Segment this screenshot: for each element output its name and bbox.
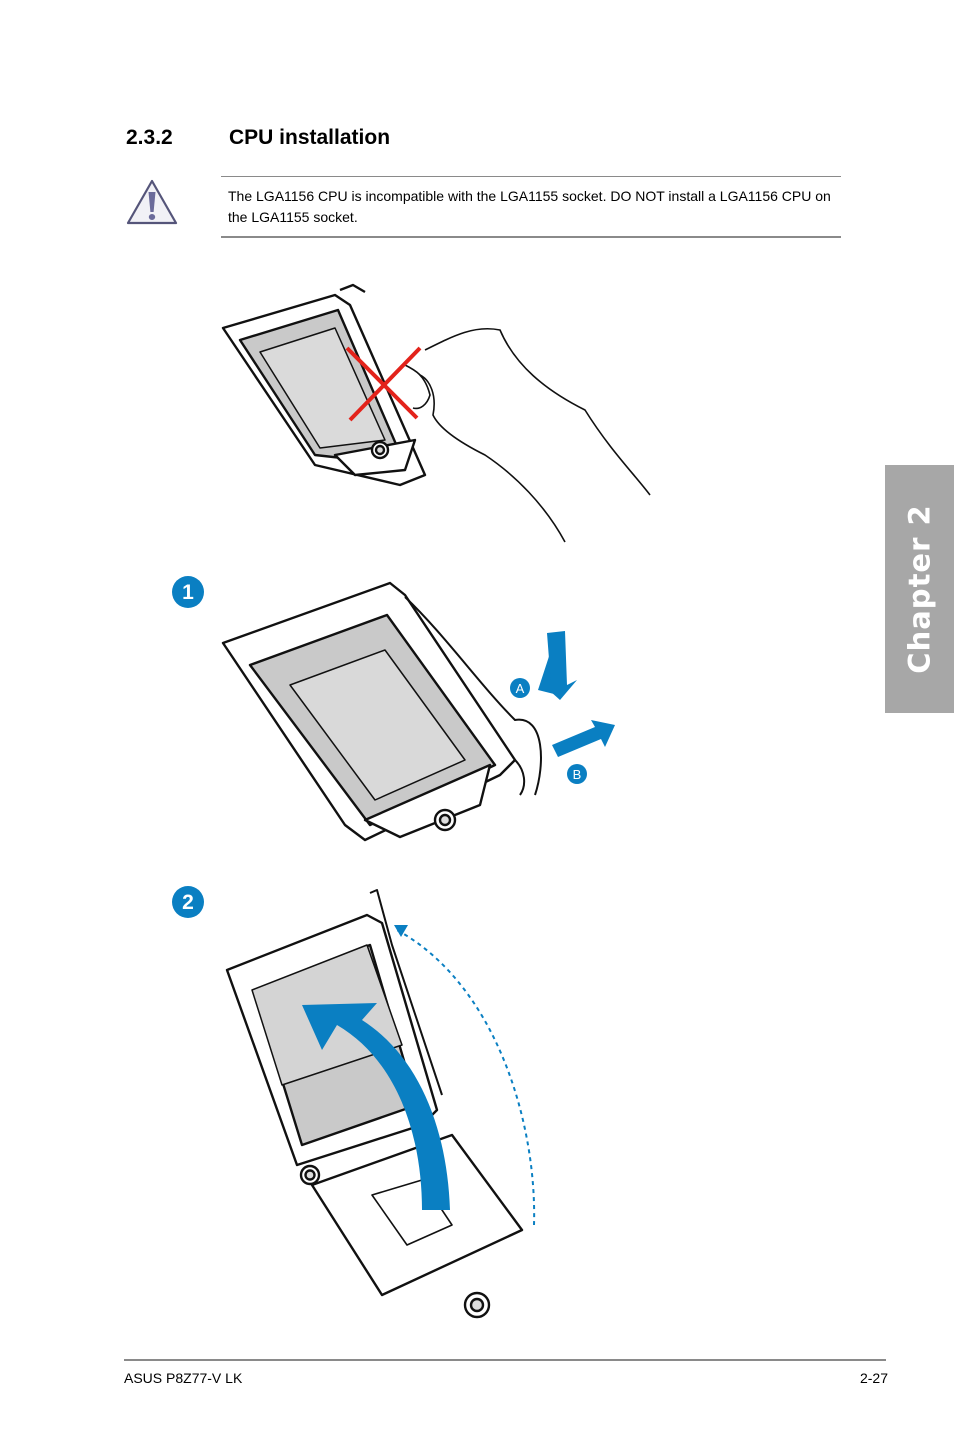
step-2-number: 2 bbox=[182, 891, 194, 914]
step-1-badge: 1 bbox=[172, 576, 204, 608]
chapter-side-tab: Chapter 2 bbox=[885, 465, 954, 713]
step-2-load-plate-illustration bbox=[225, 889, 536, 1319]
warning-triangle-icon bbox=[126, 179, 178, 225]
step-1-lever-illustration: A B bbox=[221, 581, 615, 842]
step-1-number: 1 bbox=[182, 581, 194, 604]
incorrect-lever-illustration bbox=[221, 283, 651, 543]
footer-product-name: ASUS P8Z77-V LK bbox=[124, 1370, 243, 1386]
arrow-b-right bbox=[552, 720, 615, 757]
step-2-badge: 2 bbox=[172, 886, 204, 918]
note-rule-bottom bbox=[221, 236, 841, 238]
red-x-mark bbox=[345, 346, 422, 422]
section-title: CPU installation bbox=[229, 126, 391, 149]
label-a: A bbox=[516, 681, 525, 696]
footer-rule bbox=[124, 1359, 886, 1361]
note-text: The LGA1156 CPU is incompatible with the… bbox=[228, 188, 831, 225]
chapter-tab-label: Chapter 2 bbox=[902, 504, 937, 674]
section-number: 2.3.2 bbox=[126, 126, 173, 149]
label-b: B bbox=[573, 767, 582, 782]
footer-page-number: 2-27 bbox=[859, 1370, 888, 1386]
arrow-lift-curved bbox=[302, 1003, 450, 1210]
note-rule-top bbox=[221, 176, 841, 177]
